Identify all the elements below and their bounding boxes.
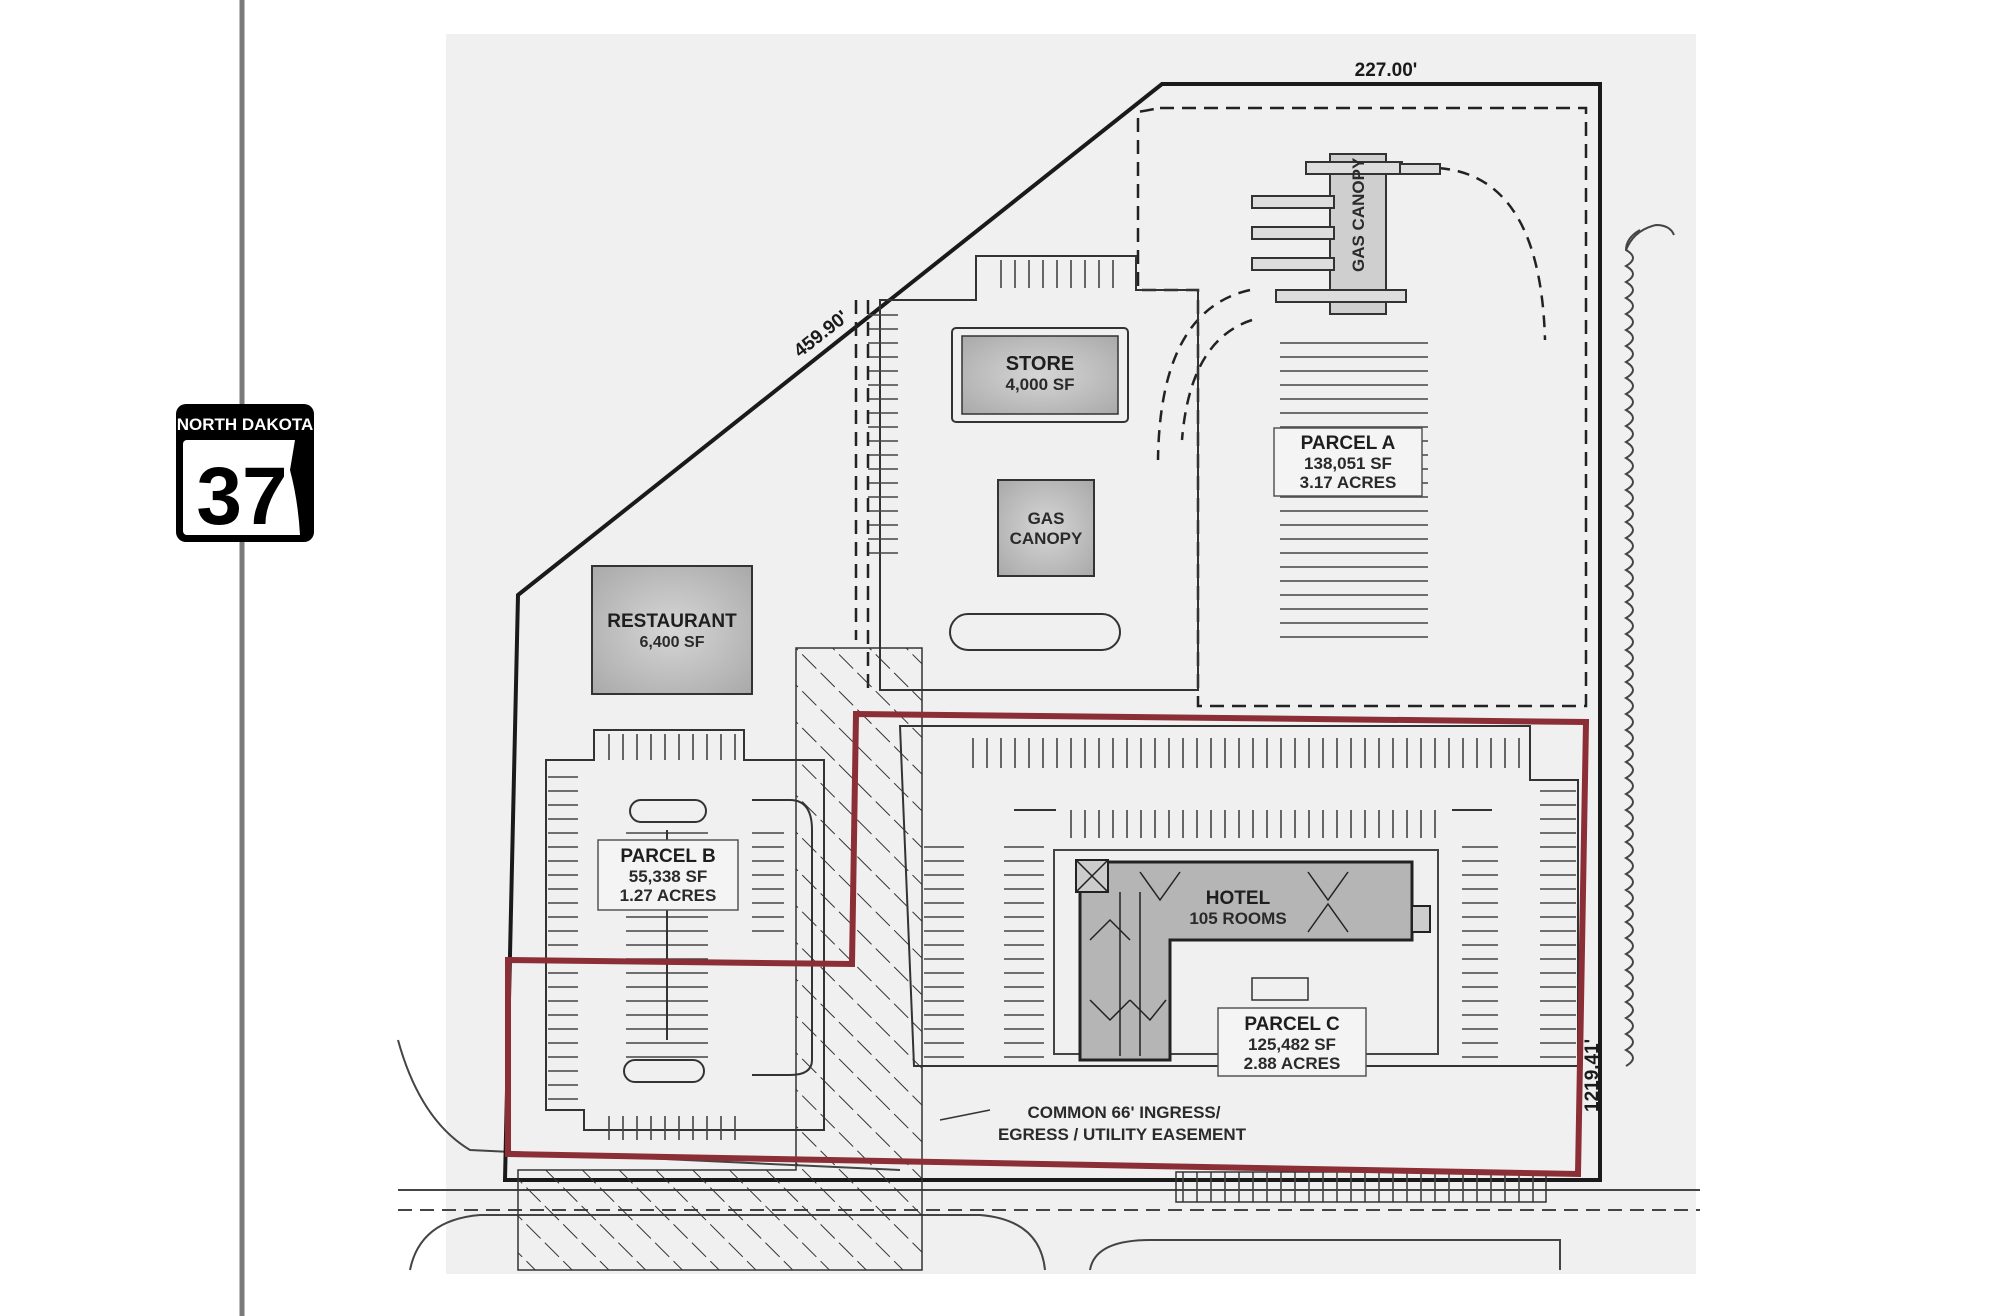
- easement-line1: COMMON 66' INGRESS/: [1028, 1103, 1221, 1122]
- store-island: [949, 613, 1121, 651]
- shield-state-text: NORTH DAKOTA: [177, 415, 314, 434]
- easement-hatch: [517, 647, 923, 1271]
- hotel-rooms: 105 ROOMS: [1189, 909, 1286, 928]
- gas-canopy-center-line1: GAS: [1028, 509, 1065, 528]
- hotel-name: HOTEL: [1206, 888, 1271, 909]
- store-size: 4,000 SF: [1006, 375, 1075, 394]
- parcel-c-lot: [898, 725, 1579, 1067]
- parcel-b-acres: 1.27 ACRES: [620, 886, 717, 905]
- parcel-a-name: PARCEL A: [1301, 433, 1396, 454]
- parcel-b-stalls-right: [752, 830, 784, 940]
- parcel-b-stalls-left: [548, 770, 578, 1100]
- parcel-c-stalls-north: [1064, 810, 1444, 838]
- restaurant-building: RESTAURANT 6,400 SF: [591, 565, 753, 695]
- store-building: STORE 4,000 SF: [951, 327, 1129, 423]
- gas-canopy-drive: [1156, 166, 1547, 461]
- gas-canopy-center-line2: CANOPY: [1010, 529, 1083, 548]
- parcel-a-area: 138,051 SF: [1304, 454, 1392, 473]
- restaurant-size: 6,400 SF: [640, 634, 705, 651]
- parcel-b-label: PARCEL B 55,338 SF 1.27 ACRES: [597, 839, 739, 911]
- easement-label: COMMON 66' INGRESS/ EGRESS / UTILITY EAS…: [939, 1103, 1247, 1144]
- shield-number-text: 37: [196, 451, 287, 542]
- parcel-c-area: 125,482 SF: [1248, 1035, 1336, 1054]
- parcel-c-stalls-left: [924, 840, 964, 1060]
- parcel-c-label: PARCEL C 125,482 SF 2.88 ACRES: [1217, 1007, 1367, 1077]
- parcel-c-stalls-west: [1004, 840, 1044, 1060]
- parcel-c-stalls-east: [1462, 840, 1498, 1060]
- parcel-b-lot: [545, 729, 825, 1131]
- highlighted-area: [505, 710, 1590, 1178]
- easement-line2: EGRESS / UTILITY EASEMENT: [998, 1125, 1247, 1144]
- store-lot-stalls-top: [990, 260, 1122, 288]
- gas-canopy-north-label: GAS CANOPY: [1349, 157, 1368, 272]
- dimension-top: 227.00': [1355, 60, 1418, 81]
- store-name: STORE: [1006, 353, 1075, 375]
- parcel-c-acres: 2.88 ACRES: [1244, 1054, 1341, 1073]
- parcel-c-name: PARCEL C: [1244, 1014, 1340, 1035]
- hotel-building: HOTEL 105 ROOMS: [1053, 849, 1439, 1062]
- parcel-c-stalls-top: [960, 738, 1520, 768]
- store-lot-stalls-left: [868, 305, 898, 555]
- east-tree-line: [1623, 229, 1641, 1067]
- parcel-a-acres: 3.17 ACRES: [1300, 473, 1397, 492]
- parcel-a-label: PARCEL A 138,051 SF 3.17 ACRES: [1273, 427, 1423, 497]
- highway-shield: NORTH DAKOTA 37: [176, 404, 314, 542]
- dimension-east: 1219.41': [1582, 1039, 1603, 1112]
- store-lot: [879, 255, 1199, 691]
- parcel-b-stalls-top: [602, 734, 738, 760]
- gas-canopy-center: GAS CANOPY: [997, 479, 1095, 577]
- parcel-c-stalls-east2: [1540, 790, 1576, 1060]
- restaurant-name: RESTAURANT: [607, 611, 737, 632]
- parcel-b-area: 55,338 SF: [629, 867, 707, 886]
- gas-canopy-north: GAS CANOPY: [1251, 153, 1441, 315]
- parcel-b-name: PARCEL B: [620, 846, 715, 867]
